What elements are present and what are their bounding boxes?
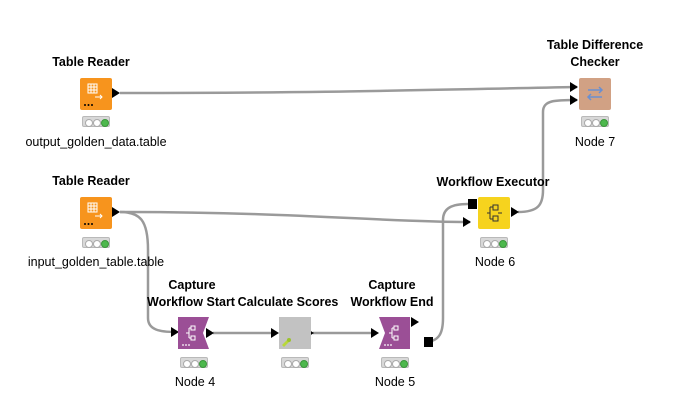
node-capstart-label[interactable]: Node 4 (174, 375, 216, 389)
port-in-scores[interactable] (271, 328, 279, 338)
node-diff-label[interactable]: Node 7 (574, 135, 616, 149)
node-scores-status (281, 357, 309, 368)
port-in-capend[interactable] (371, 328, 379, 338)
node-capend-status (381, 357, 409, 368)
node-reader1-icon[interactable] (80, 78, 112, 110)
table-reader-icon (84, 83, 103, 106)
node-executor-title: Workflow Executor (436, 175, 550, 189)
port-out-capend-workflow[interactable] (424, 337, 433, 347)
workflow-icon (186, 325, 196, 341)
wrench-icon (282, 338, 291, 347)
port-out-capstart[interactable] (206, 328, 214, 338)
node-reader1-status (82, 116, 110, 127)
node-reader1-title: Table Reader (52, 55, 130, 69)
node-capstart-icon[interactable] (178, 317, 209, 349)
connection-executor-diff[interactable] (517, 98, 578, 214)
connection-reader2-capstart[interactable] (119, 210, 177, 334)
node-scores-icon[interactable] (279, 317, 311, 349)
port-in-diff-1[interactable] (570, 82, 578, 92)
connection-capend-executor[interactable] (423, 202, 469, 344)
node-scores-title: Calculate Scores (237, 295, 339, 309)
node-capstart-title-1: Capture (168, 278, 216, 292)
port-in-capstart[interactable] (171, 327, 179, 337)
node-executor-status (480, 237, 508, 248)
port-in-diff-2[interactable] (570, 95, 578, 105)
node-capend-icon[interactable] (379, 317, 410, 349)
node-diff-icon[interactable] (579, 78, 611, 110)
node-reader2-icon[interactable] (80, 197, 112, 229)
connection-reader2-executor[interactable] (119, 210, 471, 224)
connection-reader1-diff[interactable] (119, 85, 578, 95)
port-in-executor-workflow[interactable] (468, 199, 477, 209)
node-executor-label[interactable]: Node 6 (474, 255, 516, 269)
port-out-capend-data[interactable] (411, 317, 419, 327)
node-diff-title-1: Table Difference (546, 38, 644, 52)
port-in-executor[interactable] (463, 217, 471, 227)
node-reader2-title: Table Reader (52, 174, 130, 188)
node-capstart-title-2: Workflow Start (147, 295, 235, 309)
node-reader1-label[interactable]: output_golden_data.table (25, 135, 167, 149)
table-reader-icon (84, 202, 103, 225)
workflow-icon (389, 325, 399, 341)
node-executor-icon[interactable] (478, 197, 510, 229)
node-diff-status (581, 116, 609, 127)
workflow-icon (487, 204, 502, 222)
node-capend-title-2: Workflow End (350, 295, 434, 309)
node-reader2-status (82, 237, 110, 248)
compare-icon (586, 86, 604, 101)
node-capend-title-1: Capture (368, 278, 416, 292)
node-capstart-status (180, 357, 208, 368)
node-diff-title-2: Checker (570, 55, 620, 69)
node-capend-label[interactable]: Node 5 (374, 375, 416, 389)
port-out-executor[interactable] (511, 207, 519, 217)
port-out-reader1[interactable] (112, 88, 120, 98)
node-reader2-label[interactable]: input_golden_table.table (27, 255, 165, 269)
port-out-reader2[interactable] (112, 207, 120, 217)
